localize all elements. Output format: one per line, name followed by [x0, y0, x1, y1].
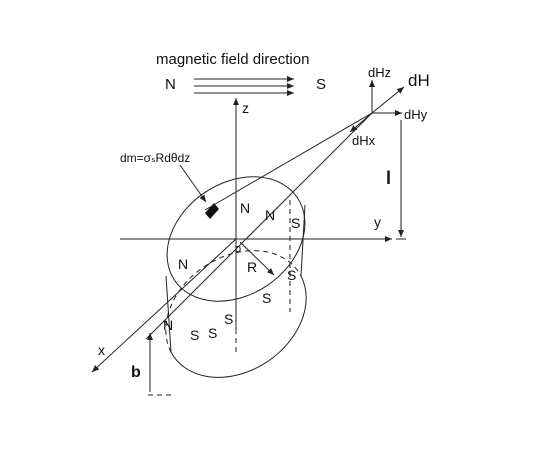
y-axis-label: y: [374, 214, 381, 230]
surface-element-dm: [205, 203, 219, 219]
dH-label: dH: [408, 71, 430, 90]
dimension-l-label: l: [386, 168, 391, 188]
bottom-pole-label-2: S: [262, 290, 271, 306]
x-axis: [91, 238, 237, 373]
cylinder-right-edge: [300, 204, 306, 277]
bottom-pole-label-4: S: [190, 327, 199, 343]
cylinder-left-edge: [165, 275, 172, 353]
radius-label: R: [247, 259, 257, 275]
radius-line: [239, 241, 275, 276]
cylinder-top-ellipse: [166, 176, 306, 302]
dHy-label: dHy: [404, 107, 428, 122]
element-label: dm=σₛRdθdz: [120, 151, 190, 165]
field-north-label: N: [165, 76, 176, 93]
dHx-label: dHx: [352, 133, 376, 148]
dH-vector: [371, 86, 405, 114]
top-pole-label-4: S: [291, 215, 300, 231]
z-axis-label: z: [242, 100, 249, 116]
top-pole-label-2: N: [265, 207, 275, 223]
x-axis-label: x: [98, 342, 105, 358]
dHz-label: dHz: [368, 65, 391, 80]
cylinder-bottom-back: [165, 250, 302, 353]
dHx-vector: [349, 112, 373, 133]
bottom-pole-label-6: S: [208, 325, 217, 341]
cylinder-bottom-front: [170, 275, 307, 378]
field-south-label: S: [316, 76, 326, 93]
origin-label: o: [235, 243, 241, 255]
bottom-pole-label-1: S: [287, 267, 296, 283]
top-pole-label-1: N: [240, 200, 250, 216]
diagram-title: magnetic field direction: [156, 51, 309, 68]
line-to-field-point: [145, 112, 373, 340]
bottom-pole-label-3: S: [224, 311, 233, 327]
top-pole-label-3: N: [178, 256, 188, 272]
element-leader-line: [179, 164, 207, 203]
dimension-b-label: b: [131, 364, 141, 381]
line-to-field-point-2: [204, 112, 373, 211]
bottom-pole-label-5: N: [163, 317, 173, 333]
